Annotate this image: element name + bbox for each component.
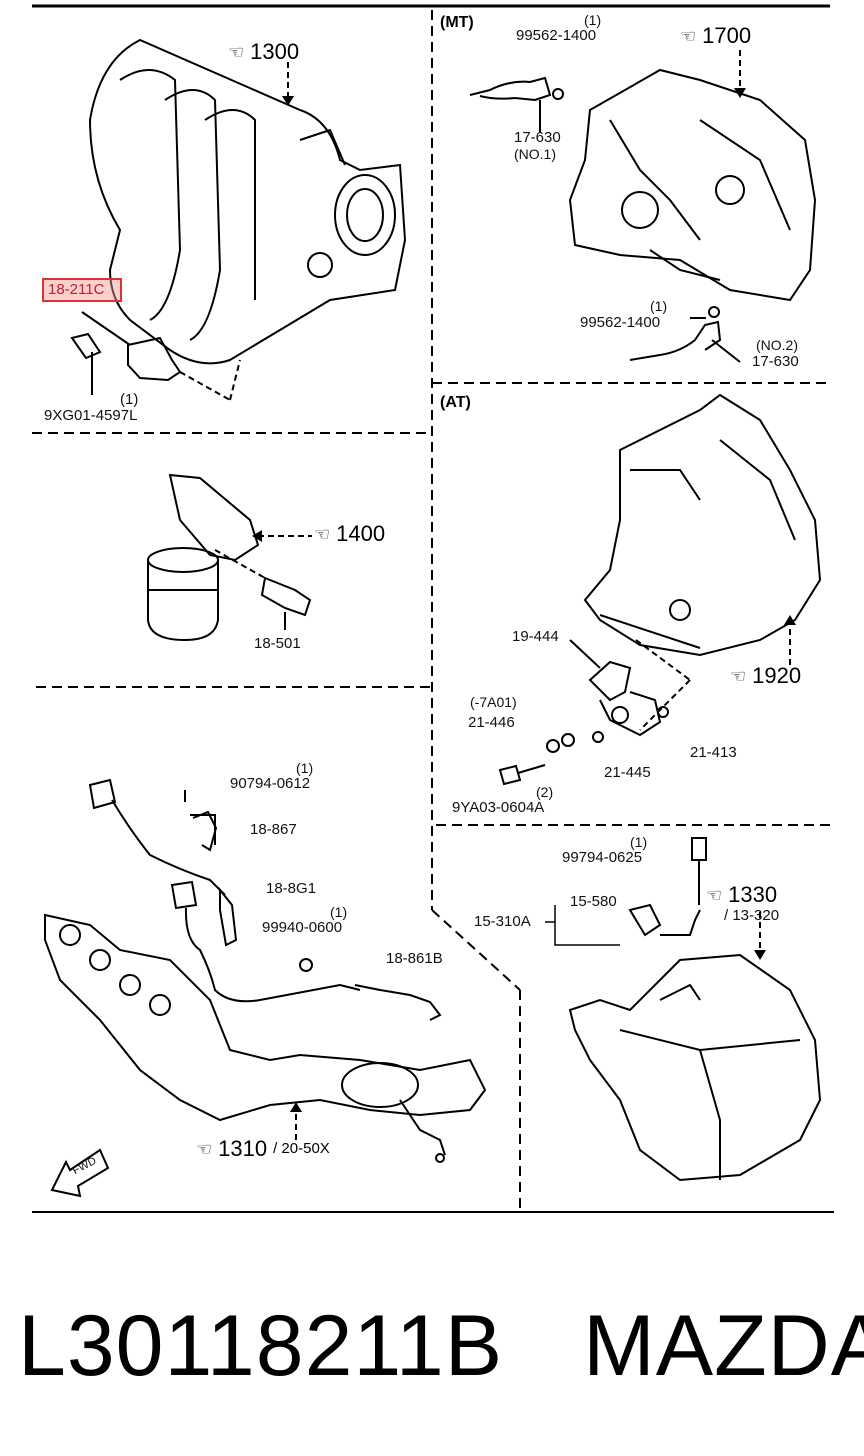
pointing-hand-icon: ☜ xyxy=(680,26,697,46)
footer-caption: L30118211B MAZDA xyxy=(18,1296,864,1396)
part-17-630-a-note: (NO.1) xyxy=(514,146,556,162)
o2-sensors xyxy=(88,778,442,1021)
part-99940-0600[interactable]: 99940-0600 xyxy=(262,919,343,936)
part-9xg01-qty: (1) xyxy=(120,391,139,408)
part-18-867[interactable]: 18-867 xyxy=(250,821,297,838)
oil-filter xyxy=(147,473,312,642)
part-17-630-a[interactable]: 17-630 xyxy=(514,129,561,146)
ref-1330-label: 1330 xyxy=(728,882,778,907)
part-99562-1400-b[interactable]: 99562-1400 xyxy=(580,314,661,331)
part-19-444[interactable]: 19-444 xyxy=(512,628,559,645)
part-99562-1400-b-qty: (1) xyxy=(650,298,668,314)
part-99794-qty: (1) xyxy=(630,834,648,850)
inhibitor-switch xyxy=(498,639,691,786)
part-9xg01-4597l[interactable]: 9XG01-4597L xyxy=(44,407,138,424)
part-9ya03-qty: (2) xyxy=(536,784,554,800)
intake-manifold xyxy=(88,38,407,365)
part-99562-1400-a[interactable]: 99562-1400 xyxy=(516,27,597,44)
ref-1330-sub: / 13-320 xyxy=(724,907,780,924)
ref-1300-label: 1300 xyxy=(250,39,300,64)
ref-1920-label: 1920 xyxy=(752,663,802,688)
ref-1400-label: 1400 xyxy=(336,521,386,546)
part-18-861b[interactable]: 18-861B xyxy=(386,950,443,967)
pointing-hand-icon: ☜ xyxy=(730,666,747,686)
section-dividers xyxy=(32,10,834,1210)
part-21-446[interactable]: 21-446 xyxy=(468,714,515,731)
ref-1310[interactable]: ☜ 1310 / 20-50X xyxy=(196,1137,330,1161)
brand-name: MAZDA xyxy=(583,1298,864,1394)
manual-transmission xyxy=(568,68,817,302)
pointing-hand-icon: ☜ xyxy=(314,524,331,544)
pointing-hand-icon: ☜ xyxy=(196,1139,213,1159)
part-9ya03-0604a[interactable]: 9YA03-0604A xyxy=(452,799,545,816)
automatic-transmission xyxy=(583,393,822,657)
part-15-580[interactable]: 15-580 xyxy=(570,893,617,910)
section-label-mt: (MT) xyxy=(440,14,474,31)
exhaust-manifold xyxy=(44,913,487,1163)
part-99940-qty: (1) xyxy=(330,904,348,920)
ref-1310-sub: / 20-50X xyxy=(273,1140,330,1157)
battery-tray xyxy=(568,837,822,1182)
part-90794-qty: (1) xyxy=(296,760,314,776)
ref-1330[interactable]: ☜ 1330 xyxy=(706,883,777,907)
part-7a01-note: (-7A01) xyxy=(470,694,517,710)
part-17-630-b-note: (NO.2) xyxy=(756,337,798,353)
part-15-310a[interactable]: 15-310A xyxy=(474,913,531,930)
section-label-at: (AT) xyxy=(440,394,471,411)
part-99794-0625[interactable]: 99794-0625 xyxy=(562,849,643,866)
fwd-arrow-icon xyxy=(50,1148,110,1198)
ref-1400[interactable]: ☜ 1400 xyxy=(314,522,385,546)
mt-switches xyxy=(469,76,741,363)
ref-1300[interactable]: ☜ 1300 xyxy=(228,40,299,64)
ref-1700-label: 1700 xyxy=(702,23,752,48)
part-18-8g1[interactable]: 18-8G1 xyxy=(266,880,317,897)
pointing-hand-icon: ☜ xyxy=(228,42,245,62)
part-21-413[interactable]: 21-413 xyxy=(690,744,737,761)
ref-1310-label: 1310 xyxy=(218,1136,268,1161)
part-90794-0612[interactable]: 90794-0612 xyxy=(230,775,311,792)
highlighted-part-18-211c[interactable]: 18-211C xyxy=(42,278,122,302)
part-99562-1400-a-qty: (1) xyxy=(584,12,602,28)
ref-1700[interactable]: ☜ 1700 xyxy=(680,24,751,48)
ref-1920[interactable]: ☜ 1920 xyxy=(730,664,801,688)
part-18-501[interactable]: 18-501 xyxy=(254,635,301,652)
pointing-hand-icon: ☜ xyxy=(706,885,723,905)
part-17-630-b[interactable]: 17-630 xyxy=(752,353,799,370)
map-sensor xyxy=(70,311,241,401)
part-number: L30118211B xyxy=(18,1298,504,1394)
part-21-445[interactable]: 21-445 xyxy=(604,764,651,781)
